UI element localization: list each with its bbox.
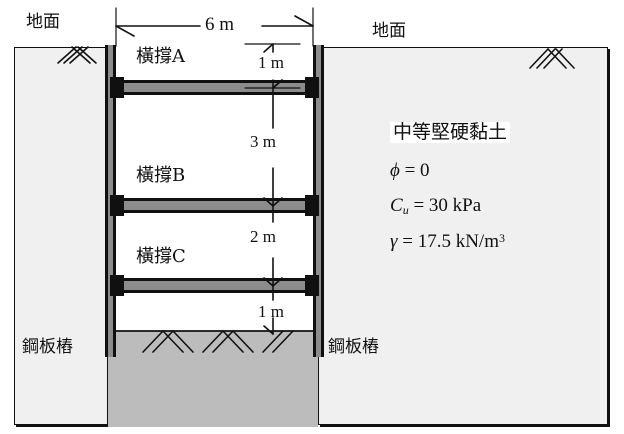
excavation-base-soil [108,331,318,427]
soil-block-right [318,47,608,425]
unit-weight-property: γ = 17.5 kN/m3 [390,232,510,251]
soil-type-label: 中等堅硬黏土 [390,122,511,143]
strut-b-end-right [305,195,319,216]
dimension-3m-text: 3 m [250,132,276,151]
strut-b-beam [116,198,313,213]
cu-value: = 30 kPa [413,195,482,216]
strut-c-end-left [110,275,124,296]
cu-subscript: u [402,203,409,217]
strut-b-label: 橫撐B [136,165,186,186]
ground-label-right: 地面 [372,21,406,41]
strut-c-end-right [305,275,319,296]
strut-a-end-left [110,77,124,98]
sheet-pile-label-left: 鋼板樁 [22,337,73,357]
cohesion-property: Cu = 30 kPa [390,196,510,216]
dimension-1m-bottom-text: 1 m [258,302,284,321]
dimension-width-text: 6 m [205,14,235,35]
gamma-value: = 17.5 kN/m [402,231,499,252]
soil-block-left [14,47,108,425]
phi-symbol: ϕ [390,160,400,181]
friction-angle-property: ϕ = 0 [390,161,510,180]
strut-a-label: 橫撐A [136,46,185,67]
dimension-1m-top-text: 1 m [258,53,284,72]
strut-a-beam [116,80,313,95]
soil-properties-block: 中等堅硬黏土 ϕ = 0 Cu = 30 kPa γ = 17.5 kN/m3 [390,122,511,251]
strut-b-end-left [110,195,124,216]
dimension-2m-text: 2 m [250,227,276,246]
strut-c-label: 橫撐C [136,246,186,267]
cu-symbol: C [390,195,403,216]
gamma-exponent: 3 [499,231,505,245]
strut-c-beam [116,278,313,293]
phi-value: = 0 [404,160,430,181]
ground-label-left: 地面 [26,12,60,32]
strut-a-end-right [305,77,319,98]
sheet-pile-label-right: 鋼板樁 [328,337,379,357]
gamma-symbol: γ [390,231,398,252]
